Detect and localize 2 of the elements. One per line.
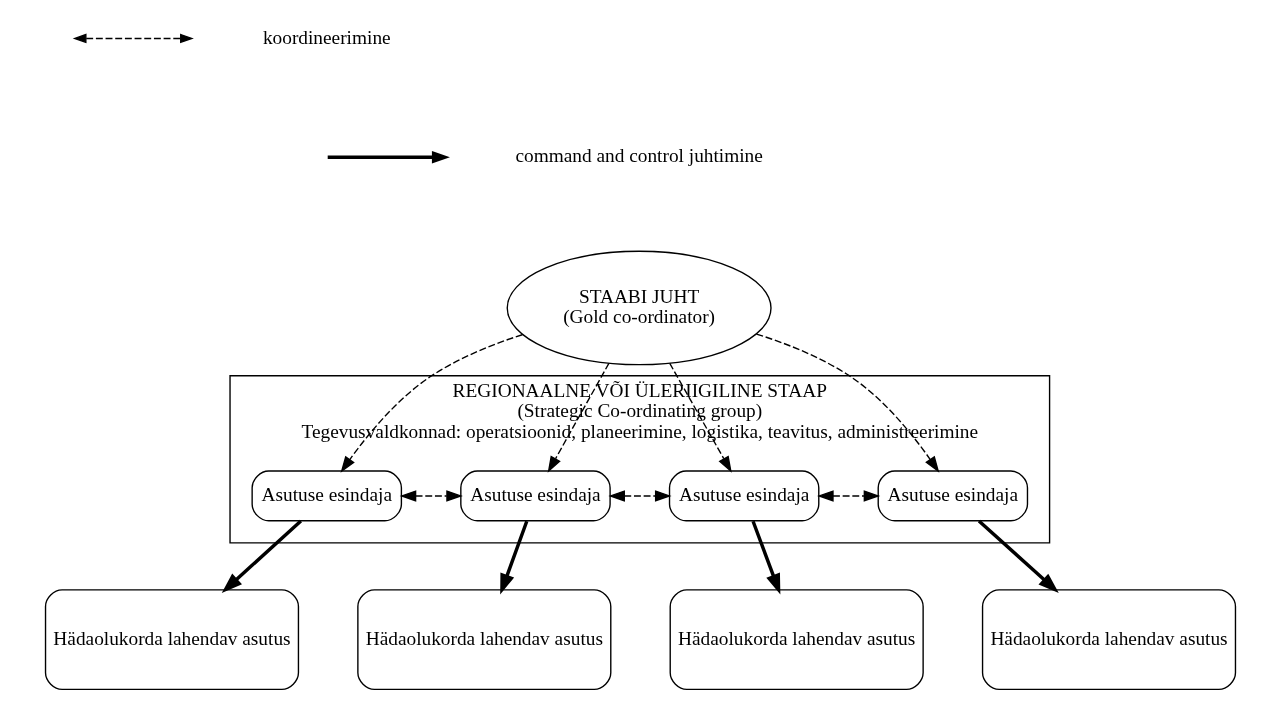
legend-label: koordineerimine [262,26,391,48]
legend-label: command and control juhtimine [514,145,763,167]
